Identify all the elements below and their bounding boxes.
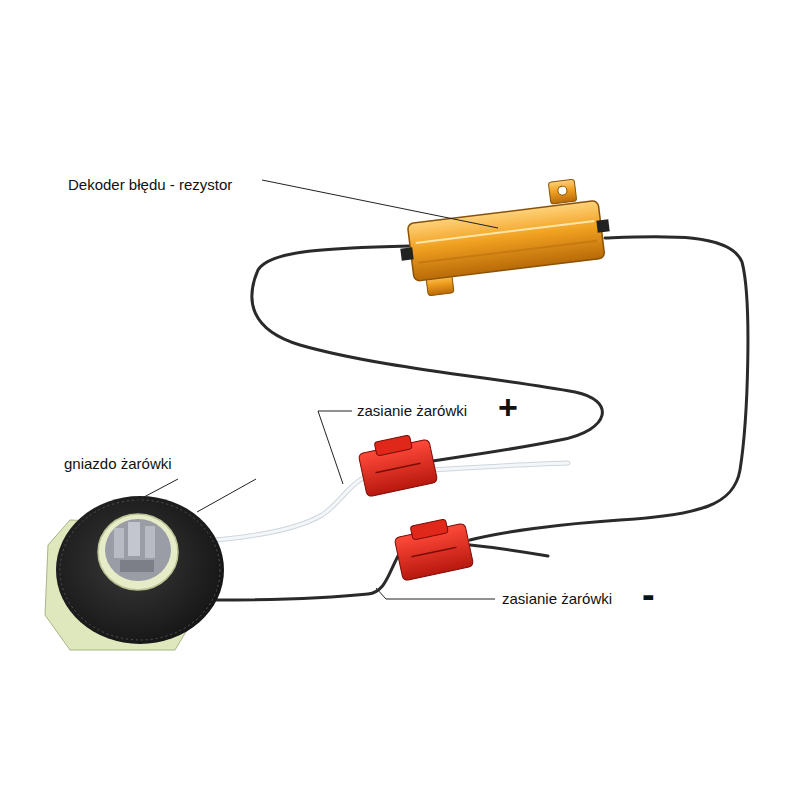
bulb-socket	[45, 496, 224, 650]
polarity-sign: -	[640, 574, 657, 618]
leader-line	[110, 180, 498, 599]
callout-label: gniazdo żarówki	[62, 455, 174, 472]
polarity-sign: +	[496, 388, 520, 427]
splice-connector	[393, 515, 474, 581]
wire	[212, 237, 748, 600]
callout-label: Dekoder błędu - rezystor	[66, 176, 234, 193]
splice-connector	[357, 431, 438, 497]
callout-label: zasianie żarówki	[500, 590, 614, 607]
resistor-symbol	[394, 176, 614, 299]
callout-label: zasianie żarówki	[355, 402, 469, 419]
